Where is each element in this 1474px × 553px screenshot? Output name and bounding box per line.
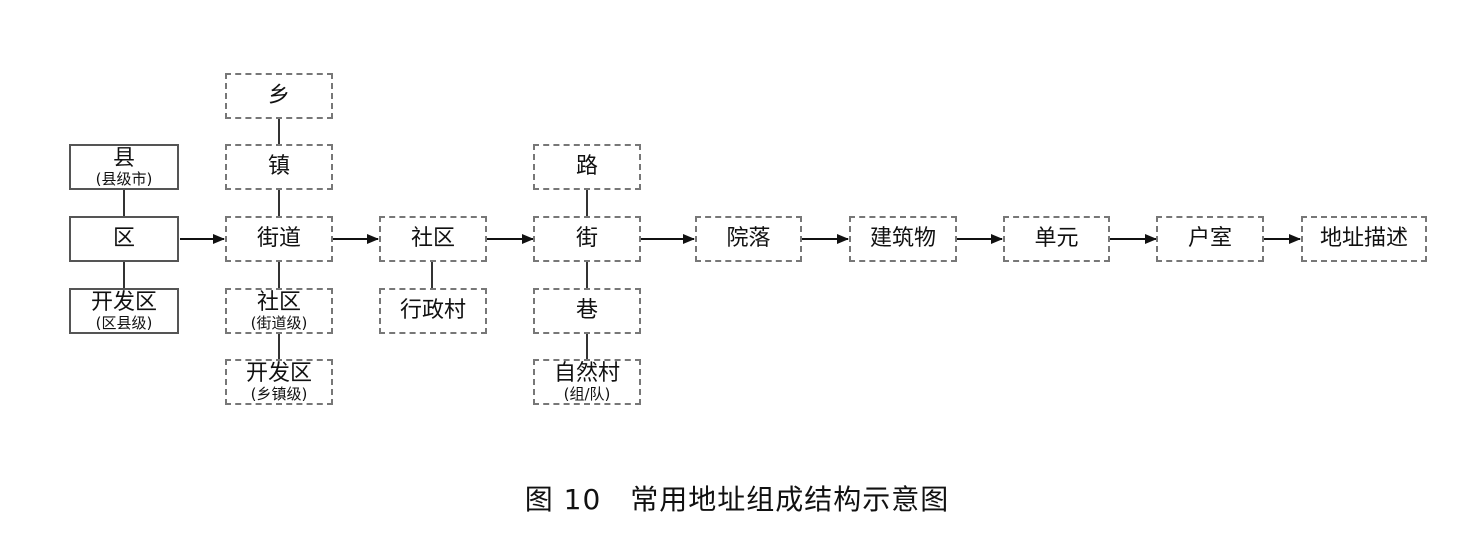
node-label: 开发区 bbox=[90, 289, 157, 315]
node-xiang: 乡 bbox=[225, 73, 333, 119]
node-sublabel: (街道级) bbox=[250, 313, 308, 332]
node-xian: 县 (县级市) bbox=[69, 144, 179, 190]
node-lu: 路 bbox=[533, 144, 641, 190]
node-kaifaqu-town-level: 开发区 (乡镇级) bbox=[225, 359, 333, 405]
node-label: 开发区 bbox=[245, 360, 312, 386]
node-qu: 区 bbox=[69, 216, 179, 262]
node-label: 镇 bbox=[267, 154, 290, 179]
node-label: 区 bbox=[112, 226, 135, 251]
node-label: 县 bbox=[112, 145, 135, 171]
node-label: 单元 bbox=[1034, 226, 1079, 251]
node-label: 社区 bbox=[410, 226, 455, 251]
node-sublabel: (区县级) bbox=[95, 313, 153, 332]
node-jiedao: 街道 bbox=[225, 216, 333, 262]
node-label: 自然村 bbox=[553, 360, 620, 386]
node-xingzhengcun: 行政村 bbox=[379, 288, 487, 334]
figure-caption: 图 10 常用地址组成结构示意图 bbox=[524, 483, 950, 516]
node-yuanluo: 院落 bbox=[695, 216, 802, 262]
node-shequ: 社区 bbox=[379, 216, 487, 262]
node-dizhimiaoshu: 地址描述 bbox=[1301, 216, 1427, 262]
node-zhen: 镇 bbox=[225, 144, 333, 190]
node-sublabel: (组/队) bbox=[563, 384, 611, 403]
node-shequ-street-level: 社区 (街道级) bbox=[225, 288, 333, 334]
node-label: 街 bbox=[575, 226, 598, 251]
node-label: 地址描述 bbox=[1319, 226, 1408, 251]
node-kaifaqu-county: 开发区 (区县级) bbox=[69, 288, 179, 334]
node-zirancun: 自然村 (组/队) bbox=[533, 359, 641, 405]
node-label: 乡 bbox=[267, 83, 290, 108]
node-label: 路 bbox=[575, 154, 598, 179]
node-hushi: 户室 bbox=[1156, 216, 1264, 262]
node-label: 行政村 bbox=[399, 298, 466, 323]
node-jianzhuwu: 建筑物 bbox=[849, 216, 957, 262]
node-xiang-lane: 巷 bbox=[533, 288, 641, 334]
node-label: 巷 bbox=[575, 298, 598, 323]
node-label: 街道 bbox=[256, 226, 301, 251]
node-sublabel: (县级市) bbox=[95, 169, 153, 188]
node-label: 院落 bbox=[726, 226, 771, 251]
node-label: 户室 bbox=[1187, 226, 1232, 251]
node-danyuan: 单元 bbox=[1003, 216, 1110, 262]
node-label: 社区 bbox=[256, 289, 301, 315]
node-jie: 街 bbox=[533, 216, 641, 262]
node-label: 建筑物 bbox=[869, 226, 936, 251]
node-sublabel: (乡镇级) bbox=[250, 384, 308, 403]
